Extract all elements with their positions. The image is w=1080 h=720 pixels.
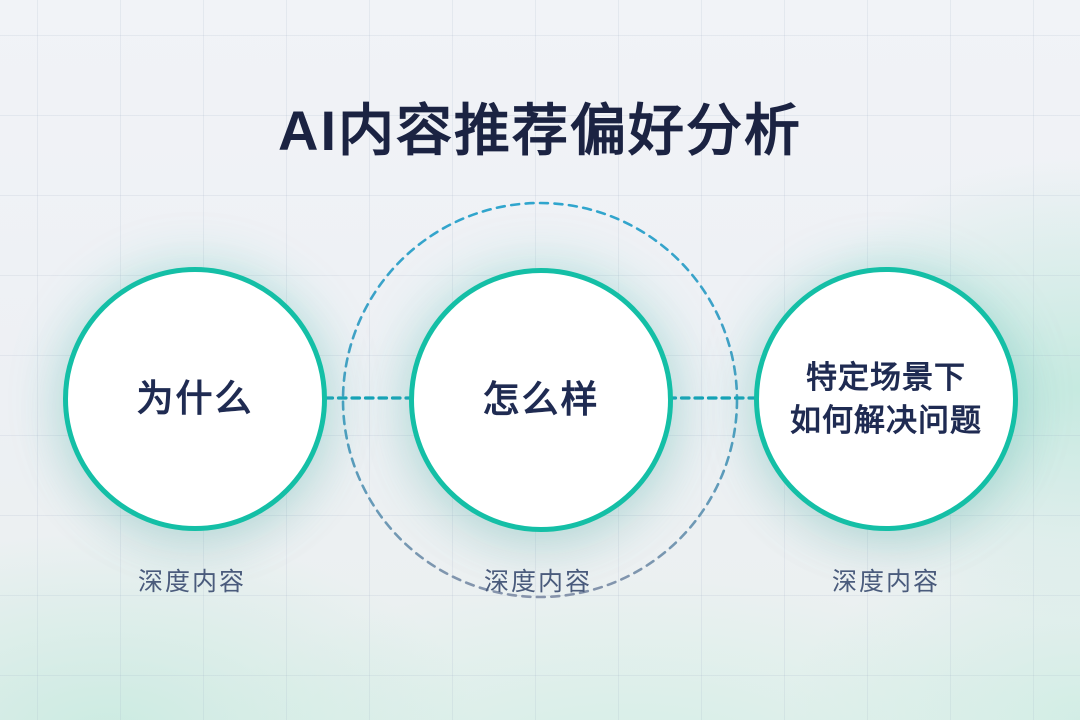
node-caption-how: 深度内容 <box>483 568 592 596</box>
node-circle-how: 怎么样 <box>409 268 673 532</box>
node-label-why: 为什么 <box>136 378 254 420</box>
node-label-scenario: 特定场景下 如何解决问题 <box>790 359 982 438</box>
node-circle-why: 为什么 <box>63 267 327 531</box>
emphasis-dashed-ring <box>341 201 739 599</box>
node-label-how: 怎么样 <box>482 379 600 421</box>
slide-title: AI内容推荐偏好分析 <box>278 99 802 162</box>
node-caption-scenario: 深度内容 <box>831 568 940 596</box>
node-caption-why: 深度内容 <box>137 568 246 596</box>
node-circle-scenario: 特定场景下 如何解决问题 <box>754 267 1018 531</box>
